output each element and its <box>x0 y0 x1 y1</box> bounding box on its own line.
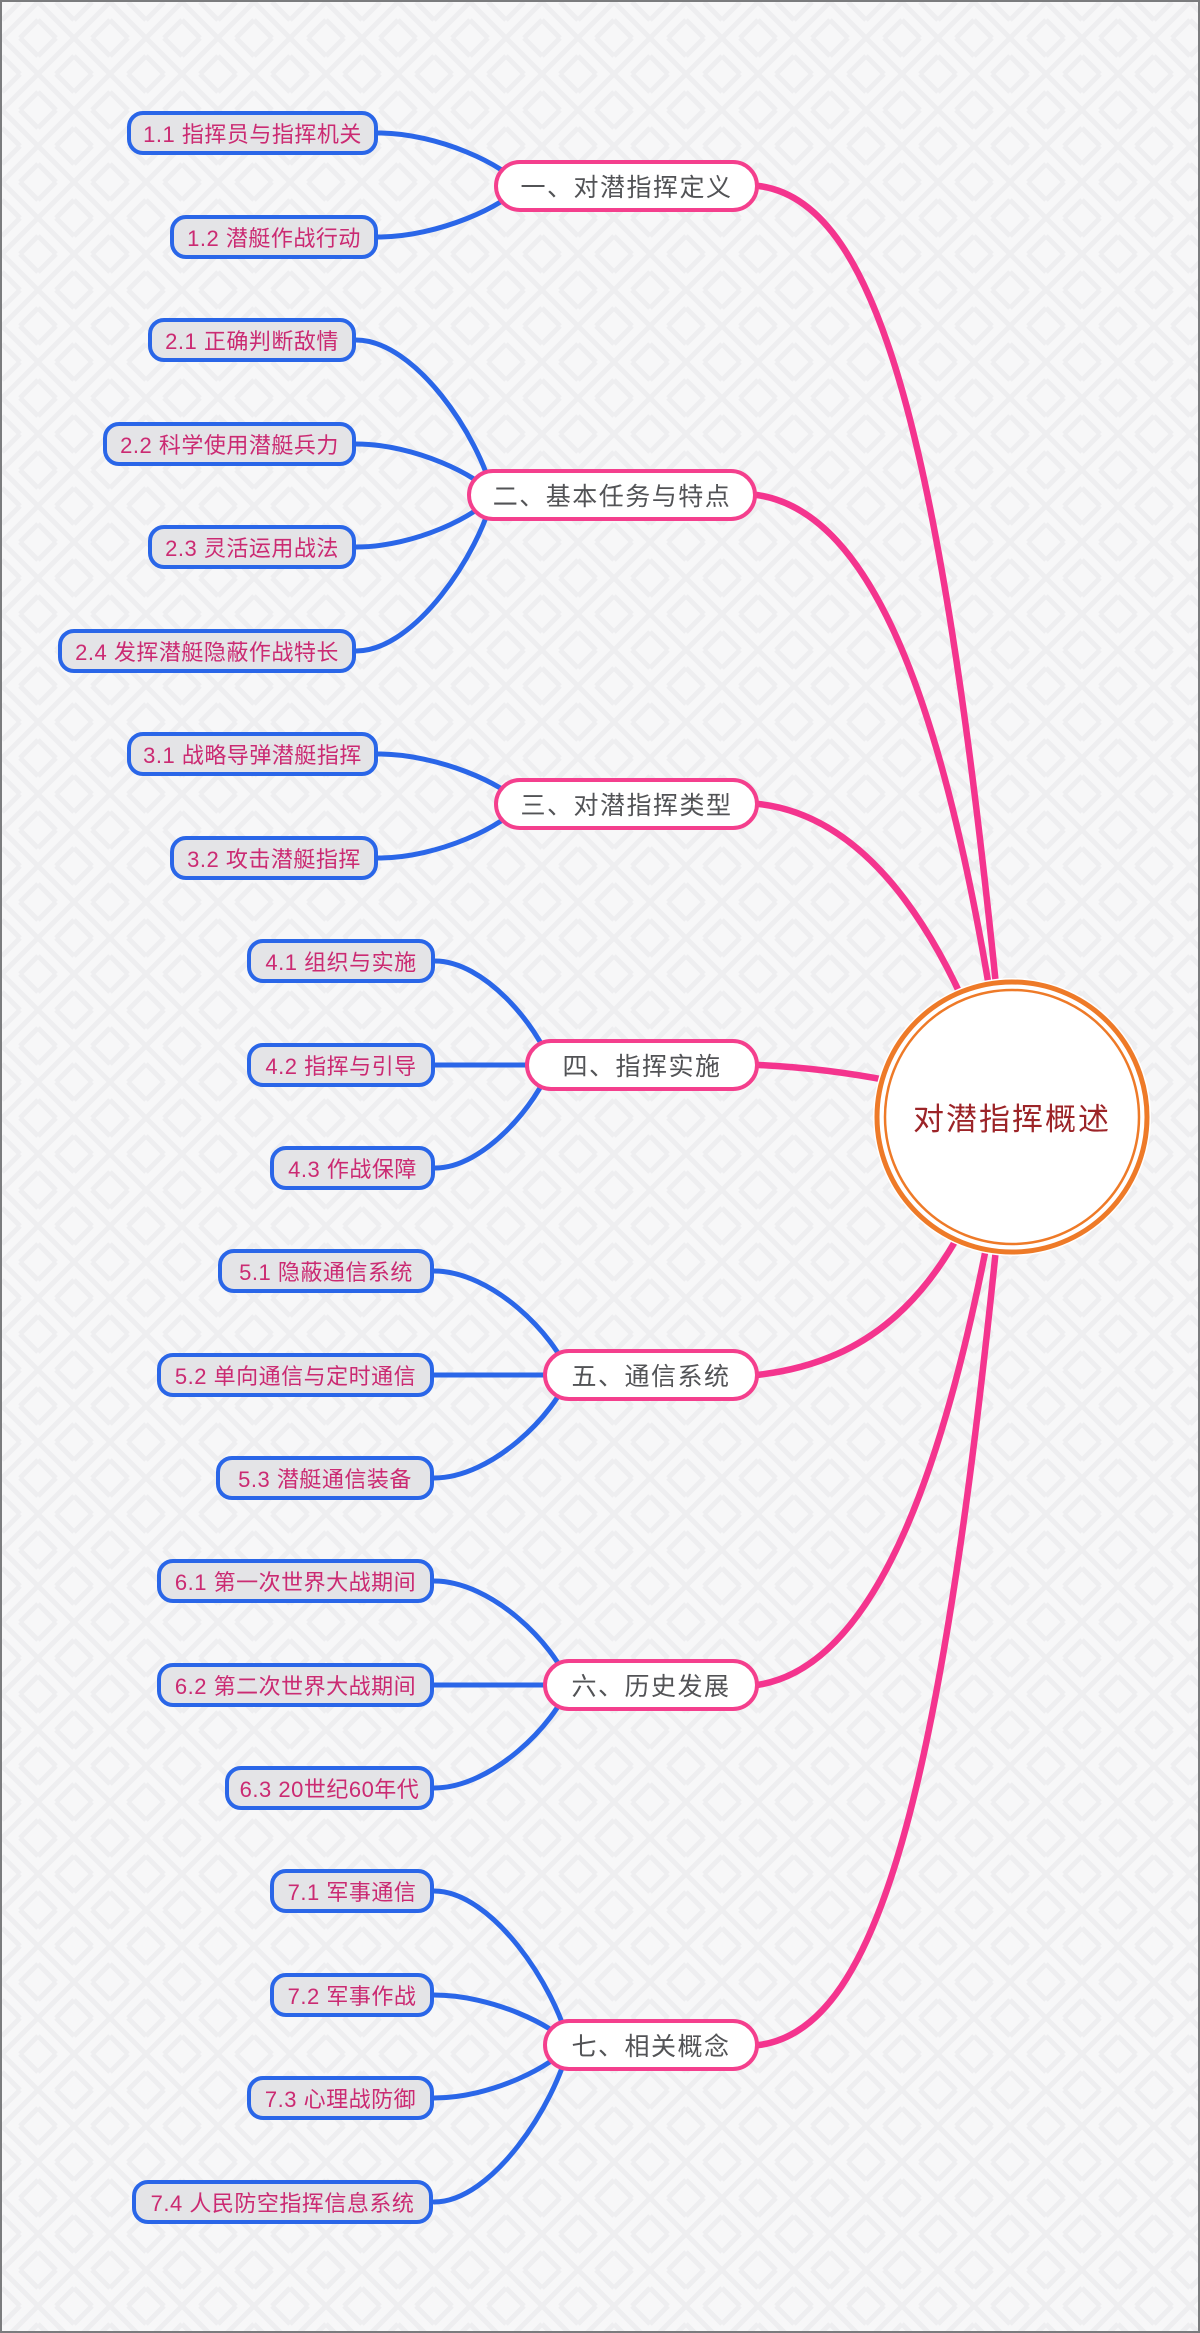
child-node-3-1[interactable]: 3.1 战略导弹潜艇指挥 <box>127 732 378 776</box>
link-branch-7 <box>755 1122 1012 2049</box>
child-node-2-1[interactable]: 2.1 正确判断敌情 <box>148 318 356 362</box>
child-node-5-3[interactable]: 5.3 潜艇通信装备 <box>216 1456 434 1500</box>
central-circle-inner-ring <box>883 988 1141 1246</box>
branch-node-2[interactable]: 二、基本任务与特点 <box>467 469 757 521</box>
child-node-3-2[interactable]: 3.2 攻击潜艇指挥 <box>170 836 378 880</box>
child-node-1-1[interactable]: 1.1 指挥员与指挥机关 <box>127 111 378 155</box>
child-node-7-1[interactable]: 7.1 军事通信 <box>270 1869 434 1913</box>
child-node-1-2[interactable]: 1.2 潜艇作战行动 <box>170 215 378 259</box>
central-topic-label[interactable]: 对潜指挥概述 <box>913 1101 1111 1137</box>
child-node-6-1[interactable]: 6.1 第一次世界大战期间 <box>157 1559 434 1603</box>
central-circle-fill <box>873 978 1151 1256</box>
child-node-6-2[interactable]: 6.2 第二次世界大战期间 <box>157 1663 434 1707</box>
child-node-6-3[interactable]: 6.3 20世纪60年代 <box>225 1766 434 1810</box>
branch-node-7[interactable]: 七、相关概念 <box>543 2019 759 2071</box>
child-node-7-3[interactable]: 7.3 心理战防御 <box>247 2076 434 2120</box>
child-node-4-3[interactable]: 4.3 作战保障 <box>270 1146 435 1190</box>
branch-links <box>753 182 1012 2049</box>
child-node-2-3[interactable]: 2.3 灵活运用战法 <box>148 525 356 569</box>
child-node-2-4[interactable]: 2.4 发挥潜艇隐蔽作战特长 <box>58 629 356 673</box>
child-node-2-2[interactable]: 2.2 科学使用潜艇兵力 <box>103 422 356 466</box>
link-branch-2 <box>753 491 1012 1116</box>
child-node-5-2[interactable]: 5.2 单向通信与定时通信 <box>157 1353 434 1397</box>
child-node-4-2[interactable]: 4.2 指挥与引导 <box>247 1043 435 1087</box>
branch-node-5[interactable]: 五、通信系统 <box>543 1349 759 1401</box>
child-node-4-1[interactable]: 4.1 组织与实施 <box>247 939 435 983</box>
link-branch-6 <box>753 1119 1012 1689</box>
branch-node-6[interactable]: 六、历史发展 <box>543 1659 759 1711</box>
child-node-5-1[interactable]: 5.1 隐蔽通信系统 <box>218 1249 434 1293</box>
central-topic-circle[interactable] <box>873 978 1151 1256</box>
central-circle-outer-ring <box>874 979 1150 1255</box>
child-node-7-4[interactable]: 7.4 人民防空指挥信息系统 <box>132 2180 433 2224</box>
branch-node-3[interactable]: 三、对潜指挥类型 <box>494 778 759 830</box>
child-node-7-2[interactable]: 7.2 军事作战 <box>270 1973 434 2017</box>
link-branch-1 <box>755 182 1012 1112</box>
branch-node-4[interactable]: 四、指挥实施 <box>525 1039 759 1091</box>
branch-node-1[interactable]: 一、对潜指挥定义 <box>494 160 759 212</box>
